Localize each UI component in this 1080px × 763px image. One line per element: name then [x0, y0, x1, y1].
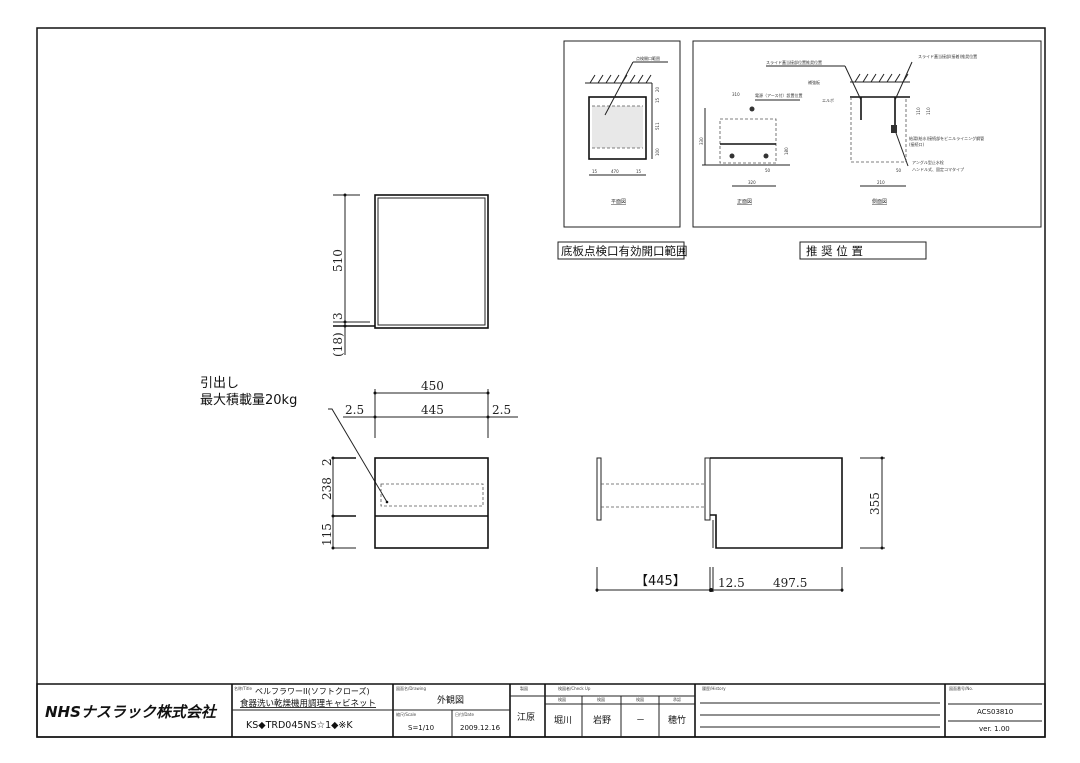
- company-logo: NHSナスラック株式会社: [45, 703, 218, 721]
- dim-3: 3: [331, 312, 345, 320]
- dim: 320: [748, 180, 756, 185]
- checker-name: －: [636, 716, 645, 726]
- number-label: 図面番号/No.: [949, 685, 973, 691]
- recommended-panel-title: 推 奨 位 置: [806, 244, 863, 258]
- dim: 110: [916, 107, 921, 115]
- dim-355: 355: [868, 492, 882, 515]
- dim-445-bracket: 【445】: [635, 574, 686, 589]
- title-line1: ベルフラワーII(ソフトクローズ): [255, 686, 370, 696]
- callout-slide-1: スライド蓋当接部位置推奨位置: [766, 59, 822, 65]
- callout-valve-2: ハンドル式、固定コマタイプ: [912, 166, 964, 172]
- checker-name: 堀川: [554, 715, 572, 726]
- history-label: 履歴/History: [702, 685, 726, 691]
- drawer-note-line2: 最大積載量20kg: [200, 393, 297, 408]
- callout-reinforce: 補強板: [808, 79, 820, 85]
- checker-label: 検図: [558, 696, 566, 702]
- dim: 110: [926, 107, 931, 115]
- callout-valve: アングル型止水栓: [912, 159, 944, 165]
- dim: 100: [655, 148, 660, 156]
- dim: 20: [655, 86, 660, 92]
- dim-238: 238: [320, 477, 334, 500]
- side-view: 355 【445】 12.5 497.5: [595, 456, 885, 592]
- check-label: 検図者/Check Up: [558, 685, 591, 691]
- front-view: 引出し 最大積載量20kg 450 2.5 445 2.5 2 238 115: [200, 376, 518, 550]
- dim: 50: [896, 168, 902, 173]
- dim-2-5-left: 2.5: [345, 403, 364, 417]
- dim: 470: [611, 169, 619, 174]
- approver-name: 穂竹: [668, 714, 686, 726]
- date-value: 2009.12.16: [460, 724, 501, 732]
- dim-2: 2: [320, 458, 334, 466]
- drafter-name: 江原: [517, 712, 535, 723]
- dim: 180: [784, 147, 789, 155]
- dim: 310: [732, 92, 740, 97]
- inspection-callout: 点検開口範囲: [636, 55, 660, 61]
- dim-18: (18): [331, 332, 345, 357]
- dim-12-5: 12.5: [718, 576, 745, 590]
- dim: 210: [877, 180, 885, 185]
- dim-2-5-right: 2.5: [492, 403, 511, 417]
- dim-450: 450: [421, 379, 444, 393]
- scale-label: 縮尺/Scale: [396, 711, 417, 717]
- version: ver. 1.00: [979, 725, 1010, 733]
- dim: 15: [592, 169, 598, 174]
- drawing-number: ACS03810: [977, 708, 1013, 716]
- drafter-label: 製図: [520, 685, 528, 691]
- drawer-note-line1: 引出し: [200, 376, 239, 391]
- dim: 511: [655, 122, 660, 130]
- dim: 15: [655, 97, 660, 103]
- callout-pipe-2: (接続口): [909, 141, 925, 147]
- view-label-plan: 平面図: [611, 199, 626, 205]
- callout-pipe: 給湯(給水)接続部をビニルライニング鋼管: [909, 135, 984, 141]
- recommended-panel: 電源（アース付）設置位置 310 330 50 320 180 正面図 スライド…: [692, 40, 1042, 260]
- drawing-label: 図面名/Drawing: [396, 685, 426, 691]
- dim: 330: [699, 137, 704, 145]
- checker-label: 検図: [597, 696, 605, 702]
- drawing-name: 外観図: [437, 694, 464, 706]
- sheet-border: [36, 27, 1046, 738]
- dim: 50: [765, 168, 771, 173]
- checker-label: 検図: [636, 696, 644, 702]
- callout-elbow: エルボ: [822, 97, 834, 103]
- dim-510: 510: [331, 249, 345, 272]
- view-label-side: 側面図: [872, 198, 887, 205]
- checker-name: 岩野: [593, 714, 611, 726]
- title-block: NHSナスラック株式会社 名称/Title ベルフラワーII(ソフトクローズ) …: [36, 683, 1046, 738]
- callout-power: 電源（アース付）設置位置: [755, 92, 803, 98]
- approver-label: 承認: [673, 696, 681, 702]
- dim-445: 445: [421, 403, 444, 417]
- scale-value: S=1/10: [408, 724, 434, 732]
- callout-slide-2: スライド蓋当接部(接着)推奨位置: [918, 53, 977, 59]
- dim: 15: [636, 169, 642, 174]
- dim-497-5: 497.5: [773, 576, 807, 590]
- dim-115: 115: [320, 523, 334, 546]
- top-view: 510 3 (18): [331, 193, 489, 357]
- title-label: 名称/Title: [234, 685, 252, 691]
- inspection-panel: 点検開口範囲 20 15 511 100 15 470 15 平面図 底板点検口…: [557, 40, 688, 260]
- view-label-front: 正面図: [737, 199, 752, 205]
- model-number: KS◆TRD045NS☆1◆※K: [246, 720, 353, 731]
- title-line2: 食器洗い乾燥機用調理キャビネット: [240, 698, 376, 709]
- date-label: 日付/Date: [455, 711, 474, 717]
- inspection-panel-title: 底板点検口有効開口範囲: [561, 244, 688, 258]
